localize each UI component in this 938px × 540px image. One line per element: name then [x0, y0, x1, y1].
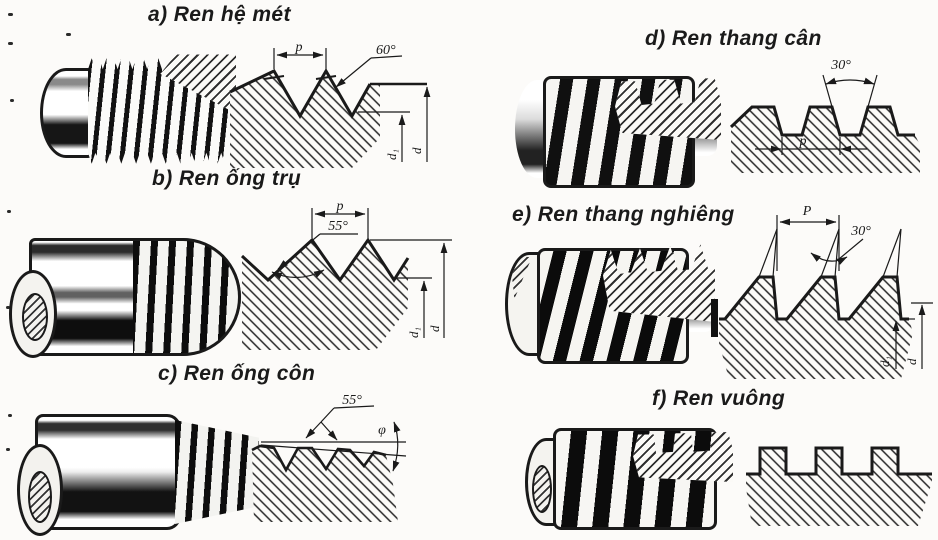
dimension-lines [271, 208, 452, 338]
pitch-label: p [295, 40, 303, 55]
tapered-threaded-end [175, 420, 259, 524]
buttress-thread-profile: P 30° d₁ d [711, 204, 933, 379]
cylinder-end-face [40, 68, 92, 158]
thread-material [240, 237, 410, 350]
thread-material [729, 105, 920, 173]
thread-material [719, 275, 913, 379]
major-diameter-label: d [409, 147, 424, 154]
thread-material [229, 68, 427, 168]
section-b-title: b) Ren ống trụ [152, 167, 302, 190]
dimension-lines [776, 215, 933, 369]
major-diameter-label: d [904, 358, 919, 365]
minor-diameter-label: d₁ [877, 356, 892, 367]
scan-speck [66, 33, 71, 36]
taper-angle-label: φ [378, 423, 386, 438]
end-face-hatch [532, 465, 552, 513]
section-e-title: e) Ren thang nghiêng [512, 203, 735, 226]
section-a-title: a) Ren hệ mét [148, 3, 291, 26]
angle-label: 30° [830, 58, 851, 73]
scan-speck [7, 210, 11, 213]
threaded-end [133, 238, 241, 356]
pitch-label: p [799, 134, 807, 149]
minor-diameter-label: d₁ [384, 149, 399, 160]
pipe-end-face [17, 444, 63, 536]
ink-blot [711, 299, 718, 337]
major-diameter-label: d [427, 325, 442, 332]
dimension-lines [755, 74, 878, 155]
scan-speck [6, 306, 10, 309]
pitch-label: p [336, 199, 344, 214]
buttress-thread-3d-figure [505, 238, 720, 380]
scan-speck [10, 99, 14, 102]
section-f-title: f) Ren vuông [652, 387, 786, 410]
scan-speck [8, 13, 13, 16]
taper-pipe-thread-profile: 55° φ [251, 393, 407, 522]
metric-thread-3d-figure [32, 52, 237, 170]
metric-thread-profile: p 60° d₁ d [229, 40, 431, 168]
square-thread-3d-figure [525, 424, 740, 540]
thin-extensions [758, 228, 902, 278]
section-d-title: d) Ren thang cân [645, 27, 822, 50]
cut-section-hatch [633, 432, 733, 482]
pipe-bore-hatch [22, 293, 48, 341]
scan-speck [8, 42, 13, 45]
pipe-thread-3d-figure [5, 218, 250, 360]
trapezoid-thread-3d-figure [513, 68, 725, 200]
scan-speck [6, 448, 10, 451]
minor-diameter-label: d₁ [406, 327, 421, 338]
scan-speck [8, 414, 12, 417]
angle-label: 55° [328, 219, 348, 234]
thread-material [251, 444, 398, 522]
angle-label: 55° [342, 393, 362, 408]
pitch-label: P [802, 204, 812, 219]
end-face-hatch [510, 257, 532, 299]
dimension-lines [273, 48, 431, 162]
pipe-bore-hatch [28, 471, 52, 523]
taper-pipe-thread-3d-figure [15, 398, 259, 540]
thread-material [746, 446, 932, 526]
cut-section-hatch [615, 78, 721, 140]
angle-label: 30° [850, 224, 871, 239]
section-c-title: c) Ren ống côn [158, 362, 316, 385]
pipe-thread-profile: p 55° d₁ d [240, 199, 452, 350]
square-thread-profile [746, 446, 932, 526]
trapezoid-thread-profile: 30° p [729, 58, 920, 173]
angle-label: 60° [376, 43, 396, 58]
pipe-end-face [9, 270, 57, 358]
dimension-lines [260, 405, 407, 472]
